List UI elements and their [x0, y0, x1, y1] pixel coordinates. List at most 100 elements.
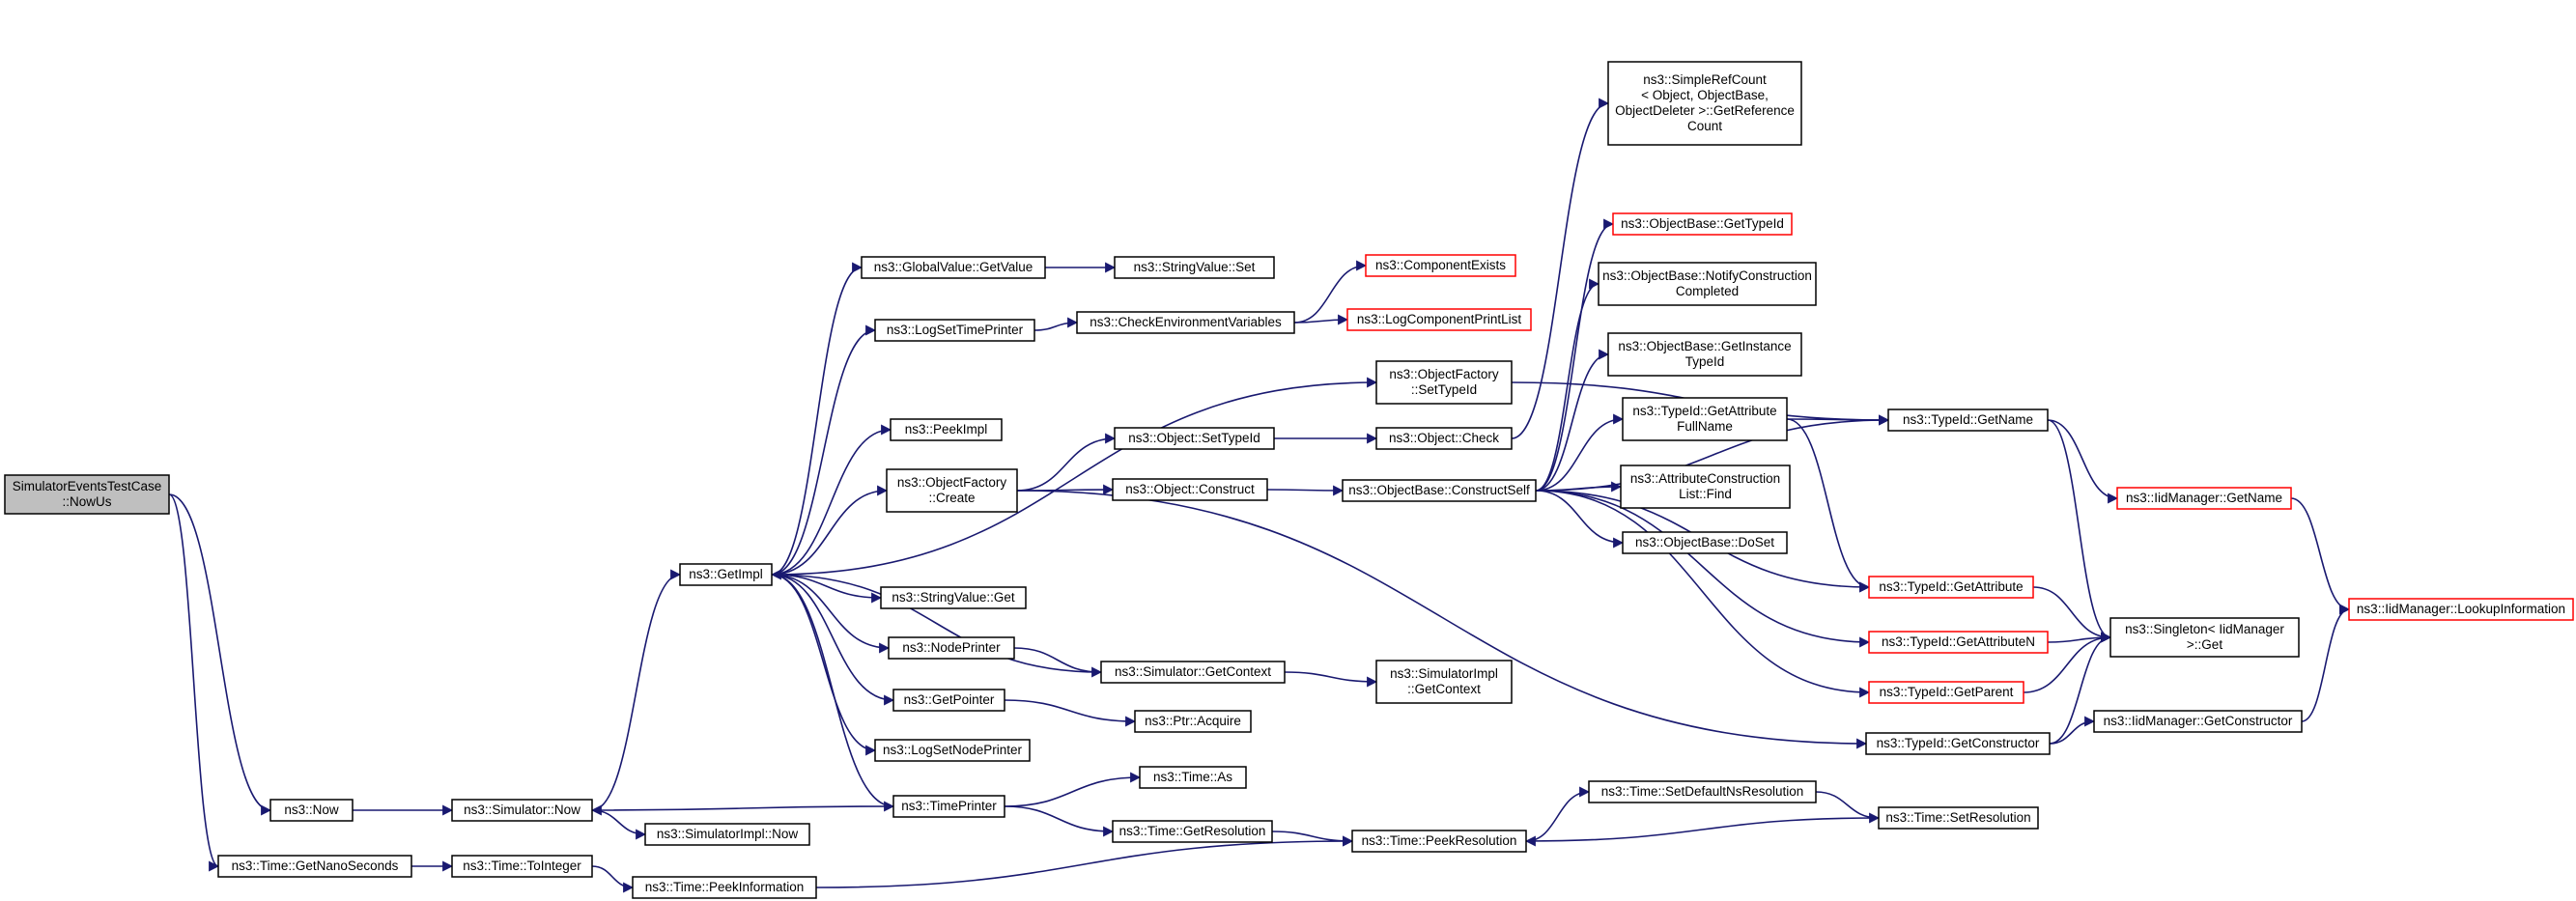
edge-nodeprinter-to-simgetctx [1013, 647, 1103, 678]
node-iidlookup[interactable]: ns3::IidManager::LookupInformation [2348, 598, 2574, 621]
node-globalget[interactable]: ns3::GlobalValue::GetValue [861, 256, 1046, 279]
node-label: ns3::SimulatorImpl::Now [657, 827, 799, 841]
node-box [1607, 332, 1802, 377]
node-box [1607, 61, 1802, 146]
node-box [892, 689, 1005, 712]
node-label: ns3::ObjectFactory [1389, 367, 1499, 381]
node-strget[interactable]: ns3::StringValue::Get [880, 586, 1027, 609]
node-box [1112, 820, 1273, 843]
node-label: ns3::IidManager::GetConstructor [2104, 714, 2293, 728]
node-label: ns3::ObjectFactory [897, 475, 1007, 490]
node-simgetctx[interactable]: ns3::Simulator::GetContext [1100, 661, 1286, 684]
node-simnow[interactable]: ns3::Simulator::Now [451, 799, 593, 822]
edge-timeprinter-to-getres [1004, 805, 1115, 837]
node-objcheck[interactable]: ns3::Object::Check [1375, 427, 1513, 450]
node-logsetnode[interactable]: ns3::LogSetNodePrinter [874, 739, 1031, 762]
node-tidgetparent[interactable]: ns3::TypeId::GetParent [1868, 681, 2024, 704]
node-box [1375, 360, 1513, 405]
node-label: ns3::Time::ToInteger [463, 859, 581, 873]
node-obgettypeid[interactable]: ns3::ObjectBase::GetTypeId [1612, 212, 1793, 236]
node-box [2116, 487, 2292, 510]
node-iidgetname[interactable]: ns3::IidManager::GetName [2116, 487, 2292, 510]
node-ofsettypeid[interactable]: ns3::ObjectFactory::SetTypeId [1375, 360, 1513, 405]
node-label: Completed [1676, 284, 1739, 298]
node-tidgetctor[interactable]: ns3::TypeId::GetConstructor [1865, 732, 2051, 755]
edge-getimpl-to-ofsettypeid [771, 377, 1378, 576]
node-timeas[interactable]: ns3::Time::As [1139, 766, 1247, 789]
edge-root-to-now [168, 493, 272, 816]
node-label: ns3::TypeId::GetAttribute [1879, 579, 2023, 594]
node-objsettypeid[interactable]: ns3::Object::SetTypeId [1114, 427, 1275, 450]
node-simimplnow[interactable]: ns3::SimulatorImpl::Now [644, 823, 810, 846]
node-label: ns3::GetImpl [689, 567, 763, 581]
node-peekinfo[interactable]: ns3::Time::PeekInformation [632, 876, 817, 899]
node-label: ns3::TypeId::GetConstructor [1877, 736, 2040, 750]
node-root[interactable]: SimulatorEventsTestCase::NowUs [4, 474, 170, 515]
edge-getimpl-to-peekimpl [771, 424, 892, 576]
node-label: ns3::Simulator::GetContext [1115, 664, 1271, 679]
node-peekimpl[interactable]: ns3::PeekImpl [890, 418, 1003, 441]
node-iidgetctor[interactable]: ns3::IidManager::GetConstructor [2093, 710, 2303, 733]
node-box [451, 855, 593, 878]
node-getpointer[interactable]: ns3::GetPointer [892, 689, 1005, 712]
node-label: >::Get [2187, 637, 2222, 652]
node-label: ns3::CheckEnvironmentVariables [1090, 315, 1282, 329]
node-objconstruct[interactable]: ns3::Object::Construct [1112, 478, 1268, 501]
node-getnano[interactable]: ns3::Time::GetNanoSeconds [217, 855, 412, 878]
node-compexists[interactable]: ns3::ComponentExists [1365, 254, 1516, 277]
node-tointeger[interactable]: ns3::Time::ToInteger [451, 855, 593, 878]
edge-layer [168, 98, 2351, 893]
node-singletonget[interactable]: ns3::Singleton< IidManager>::Get [2109, 617, 2300, 658]
node-box [1100, 661, 1286, 684]
node-strset[interactable]: ns3::StringValue::Set [1114, 256, 1275, 279]
node-obnotify[interactable]: ns3::ObjectBase::NotifyConstructionCompl… [1598, 262, 1817, 306]
node-logsettime[interactable]: ns3::LogSetTimePrinter [874, 319, 1035, 342]
node-now[interactable]: ns3::Now [269, 799, 354, 822]
node-label: ns3::Time::PeekInformation [645, 880, 805, 894]
edge-setres-to-peekres [1524, 817, 1880, 847]
node-tidgetattr[interactable]: ns3::TypeId::GetAttribute [1868, 576, 2034, 599]
node-box [1612, 212, 1793, 236]
node-box [1622, 397, 1788, 441]
node-label: FullName [1677, 419, 1733, 434]
edge-obconstructself-to-obdoset [1535, 490, 1625, 549]
node-timeprinter[interactable]: ns3::TimePrinter [892, 795, 1005, 818]
node-ofcreate[interactable]: ns3::ObjectFactory::Create [886, 468, 1018, 513]
edge-setdefaultns-to-setres [1815, 791, 1881, 824]
node-label: ns3::TypeId::GetParent [1880, 685, 2014, 699]
node-getimpl[interactable]: ns3::GetImpl [679, 563, 773, 586]
node-peekres[interactable]: ns3::Time::PeekResolution [1351, 830, 1527, 853]
node-box [1134, 710, 1252, 733]
node-refcount[interactable]: ns3::SimpleRefCount< Object, ObjectBase,… [1607, 61, 1802, 146]
node-getres[interactable]: ns3::Time::GetResolution [1112, 820, 1273, 843]
node-tidgetattrn[interactable]: ns3::TypeId::GetAttributeN [1868, 631, 2049, 654]
edge-getpointer-to-ptracquire [1004, 699, 1137, 727]
node-label: ns3::StringValue::Get [892, 590, 1015, 605]
edge-timeprinter-to-timeas [1004, 772, 1142, 807]
edge-simnow-to-simimplnow [591, 809, 647, 840]
edge-simgetctx-to-simimplgetctx [1284, 671, 1378, 688]
node-simimplgetctx[interactable]: ns3::SimulatorImpl::GetContext [1375, 660, 1513, 704]
node-box [1878, 806, 2039, 830]
edge-checkenv-to-compexists [1293, 260, 1368, 324]
edge-getimpl-to-logsetnode [771, 574, 877, 756]
node-nodeprinter[interactable]: ns3::NodePrinter [888, 636, 1015, 660]
node-ptracquire[interactable]: ns3::Ptr::Acquire [1134, 710, 1252, 733]
node-setdefaultns[interactable]: ns3::Time::SetDefaultNsResolution [1588, 780, 1817, 803]
node-logcomplist[interactable]: ns3::LogComponentPrintList [1346, 308, 1532, 331]
node-box [888, 636, 1015, 660]
node-label: TypeId [1685, 354, 1725, 369]
node-box [1112, 478, 1268, 501]
node-setres[interactable]: ns3::Time::SetResolution [1878, 806, 2039, 830]
node-label: ns3::IidManager::GetName [2126, 491, 2282, 505]
node-checkenv[interactable]: ns3::CheckEnvironmentVariables [1076, 311, 1295, 334]
edge-getimpl-to-ofcreate [771, 485, 889, 576]
node-obdoset[interactable]: ns3::ObjectBase::DoSet [1622, 531, 1788, 554]
node-tidgetname[interactable]: ns3::TypeId::GetName [1887, 408, 2049, 432]
node-label: ns3::IidManager::LookupInformation [2357, 602, 2565, 616]
node-obconstructself[interactable]: ns3::ObjectBase::ConstructSelf [1342, 479, 1537, 502]
